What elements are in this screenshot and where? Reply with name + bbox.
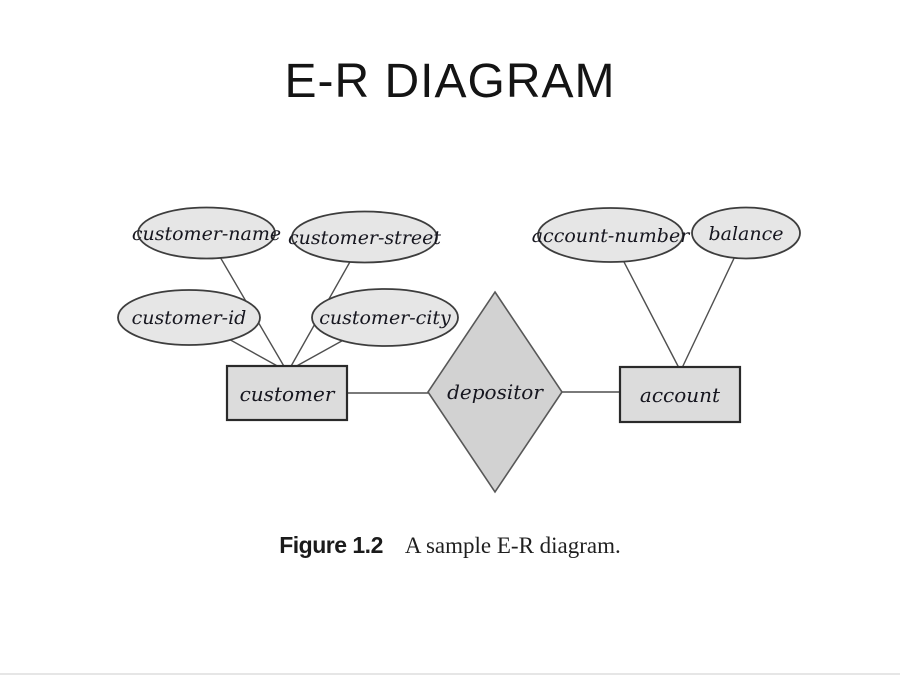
relationship-diamond-depositor [427,290,563,494]
figure-caption-text: A sample E-R diagram. [404,533,621,558]
attribute-ellipse-customer-city [311,288,459,347]
slide-bottom-edge [0,673,900,675]
page-title: E-R DIAGRAM [284,55,616,108]
attribute-label-customer-city: customer-city [319,307,451,329]
attribute-label-customer-id: customer-id [132,307,247,329]
entity-rect-account [618,365,742,424]
attribute-label-account-number: account-number [532,225,691,247]
figure-caption: Figure 1.2 A sample E-R diagram. [0,532,900,559]
entity-rect-customer [225,364,349,422]
attribute-label-customer-street: customer-street [288,227,441,249]
attribute-ellipse-customer-street [291,210,438,264]
entity-label-customer: customer [240,382,336,406]
attribute-ellipse-customer-id [117,289,261,346]
attribute-ellipse-balance [691,206,801,260]
attribute-ellipse-customer-name [137,206,276,260]
attribute-label-customer-name: customer-name [132,223,281,245]
figure-caption-label: Figure 1.2 [279,532,383,558]
relationship-label-depositor: depositor [447,380,544,404]
attribute-ellipse-account-number [537,207,684,263]
entity-label-account: account [640,383,721,407]
attribute-label-balance: balance [708,223,783,245]
